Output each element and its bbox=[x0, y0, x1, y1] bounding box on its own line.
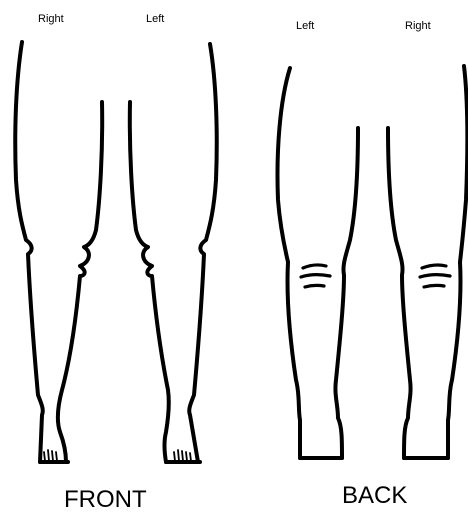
back-right-knee-crease bbox=[420, 265, 450, 287]
front-left-leg-outer-edge bbox=[189, 44, 217, 462]
front-left-leg-inner-edge bbox=[130, 102, 169, 462]
front-right-label: Right bbox=[38, 14, 64, 25]
front-view bbox=[15, 42, 217, 462]
front-right-leg bbox=[15, 42, 102, 462]
front-title: FRONT bbox=[64, 488, 147, 512]
back-left-leg-inner-edge bbox=[335, 128, 358, 458]
front-right-leg-inner-edge bbox=[58, 102, 102, 462]
back-right-leg bbox=[388, 66, 467, 458]
back-left-leg bbox=[278, 68, 359, 458]
front-left-label: Left bbox=[146, 14, 164, 25]
front-left-toes bbox=[174, 450, 191, 461]
back-left-knee-crease bbox=[301, 265, 330, 287]
back-title: BACK bbox=[342, 484, 407, 508]
back-view bbox=[278, 66, 468, 458]
back-left-leg-outer-edge bbox=[278, 68, 301, 458]
back-right-leg-inner-edge bbox=[388, 128, 411, 458]
back-right-label: Right bbox=[405, 21, 431, 32]
front-left-leg bbox=[130, 44, 217, 462]
back-right-leg-outer-edge bbox=[448, 66, 467, 458]
back-left-label: Left bbox=[296, 21, 314, 32]
front-right-toes bbox=[44, 450, 57, 461]
front-right-leg-outer-edge bbox=[15, 42, 43, 462]
